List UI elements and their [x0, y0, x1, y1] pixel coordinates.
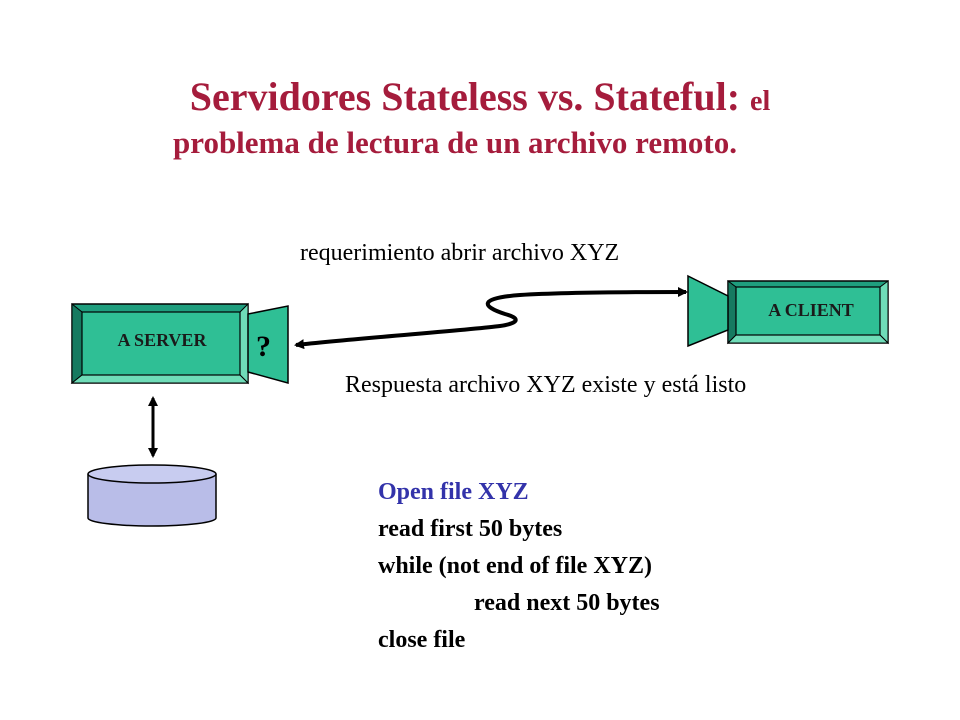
server-box	[70, 302, 250, 385]
code-line-read-first: read first 50 bytes	[378, 516, 563, 542]
title-line-2: problema de lectura de un archivo remoto…	[173, 125, 737, 160]
code-line-open: Open file XYZ	[378, 479, 529, 505]
client-port	[687, 274, 729, 348]
response-label: Respuesta archivo XYZ existe y está list…	[345, 372, 747, 398]
connection-arrow	[294, 287, 688, 350]
code-line-read-next: read next 50 bytes	[474, 590, 660, 616]
server-port	[247, 305, 289, 384]
request-label: requerimiento abrir archivo XYZ	[300, 240, 620, 266]
storage-disk	[87, 464, 217, 527]
slide-title: Servidores Stateless vs. Stateful: el pr…	[0, 72, 960, 163]
server-port-label: ?	[256, 330, 271, 363]
title-line-1: Servidores Stateless vs. Stateful: el	[189, 74, 771, 119]
code-line-while: while (not end of file XYZ)	[378, 553, 652, 579]
pseudocode-block: Open file XYZ read first 50 bytes while …	[378, 474, 660, 659]
server-label: A SERVER	[117, 330, 207, 350]
client-label: A CLIENT	[768, 300, 854, 320]
client-box	[726, 280, 890, 345]
code-line-close: close file	[378, 627, 466, 653]
